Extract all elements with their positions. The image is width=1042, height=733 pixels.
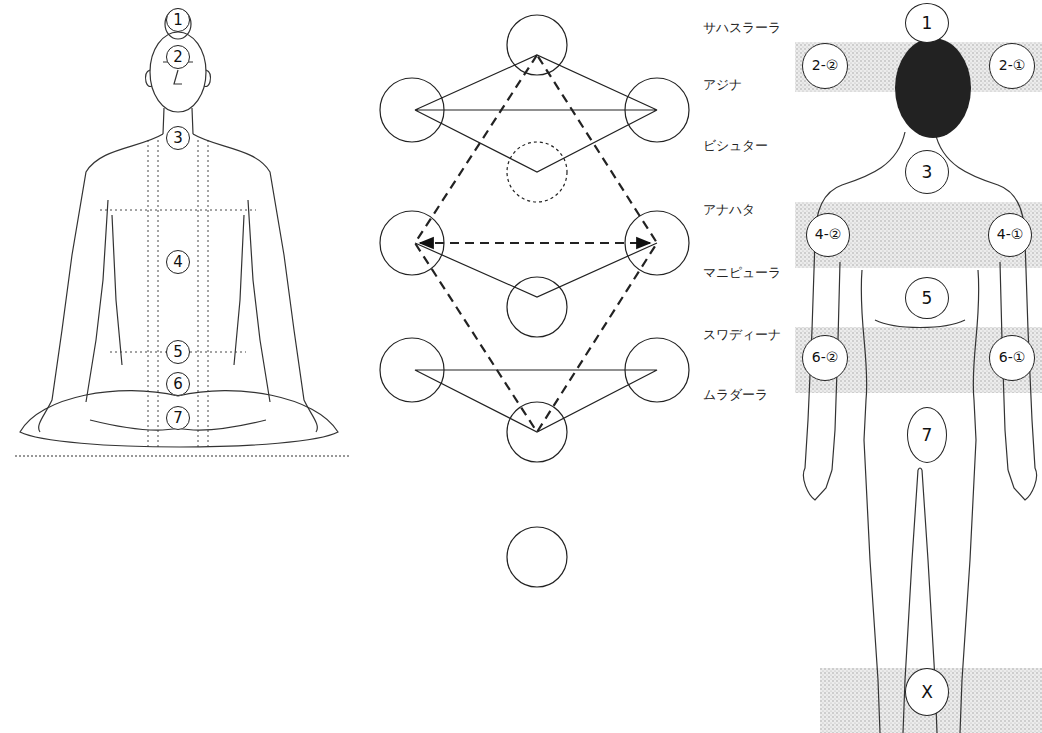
- callout-number: 1: [922, 14, 933, 33]
- callout-number: 5: [173, 344, 183, 361]
- band: [795, 327, 1042, 393]
- guide-lines: [148, 140, 208, 450]
- callout-number: 1: [173, 12, 183, 29]
- torso: [112, 215, 244, 365]
- callout-number: 7: [173, 410, 183, 427]
- left-leg: [861, 270, 880, 733]
- chakra-circle: 2: [166, 45, 190, 69]
- callout-number: 6-②: [812, 350, 839, 365]
- chakra-circle: 4-②: [806, 213, 850, 257]
- chakra-circle: 5: [905, 277, 949, 319]
- chakra-circle: 3: [166, 126, 190, 150]
- body-outline: [803, 132, 1036, 733]
- inner-arms: [832, 262, 1008, 470]
- standing-figure: [795, 38, 1042, 733]
- head: [150, 32, 206, 112]
- chakra-circle: 6: [166, 372, 190, 396]
- chakra-name: アジナ: [702, 77, 743, 93]
- dashed-line: [420, 242, 650, 244]
- band: [795, 202, 1042, 268]
- chakra-circle: 1: [166, 8, 190, 32]
- arms-outer: [39, 134, 318, 432]
- chakra-circle: 2-①: [989, 43, 1035, 89]
- crossed-legs: [20, 391, 338, 447]
- guide-lines: [100, 210, 256, 352]
- seated-figure: [15, 9, 350, 456]
- chakra-name: ムラダーラ: [702, 387, 769, 403]
- chakra-circle: 6-②: [802, 335, 848, 381]
- callout-number: X: [921, 683, 933, 702]
- arms-inner: [86, 200, 270, 402]
- solid-lines: [415, 243, 657, 297]
- chakra-circle: 6-①: [989, 335, 1035, 381]
- chakra-name: アナハタ: [702, 202, 756, 218]
- callout-number: 7: [922, 426, 933, 445]
- callout-number: 5: [922, 289, 933, 308]
- chakra-name: マニピューラ: [702, 265, 782, 281]
- callout-number: 2: [173, 49, 183, 66]
- back-line: [875, 320, 965, 328]
- chakra-circle: 7: [166, 406, 190, 430]
- chakra-circle: 1: [905, 3, 949, 43]
- chakra-diagram: [380, 15, 689, 587]
- chakra-circle: 3: [905, 150, 949, 194]
- callout-number: 3: [922, 163, 933, 182]
- callout-number: 2-②: [812, 58, 839, 73]
- diagram-circle: [380, 211, 444, 275]
- chakra-circle: 5: [166, 340, 190, 364]
- callout-number: 6-①: [999, 350, 1026, 365]
- chakra-name: サハスラーラ: [702, 20, 782, 36]
- chakra-circle: 4-①: [988, 213, 1032, 257]
- head: [895, 38, 971, 138]
- chakra-name: スワディーナ: [702, 327, 782, 343]
- diagram-circle: [507, 15, 567, 75]
- chakra-circle: 7: [907, 407, 947, 463]
- band: [820, 668, 1042, 733]
- right-leg: [960, 270, 979, 733]
- right-arm: [935, 132, 1037, 500]
- chakra-name: ビシュター: [702, 138, 769, 154]
- chakra-circle: 2-②: [802, 43, 848, 89]
- callout-number: 2-①: [999, 58, 1026, 73]
- callout-number: 4-①: [997, 227, 1024, 242]
- callout-number: 4-②: [815, 227, 842, 242]
- diagram-circle: [507, 277, 567, 337]
- dashed-diamond: [415, 55, 657, 432]
- callout-number: 6: [173, 376, 183, 393]
- chakra-circle: X: [905, 668, 949, 716]
- ground: [15, 455, 350, 456]
- solid-lines: [415, 55, 657, 172]
- callout-number: 4: [173, 254, 183, 271]
- diagram-circle: [507, 527, 567, 587]
- callout-number: 3: [173, 130, 183, 147]
- chakra-circle: 4: [166, 250, 190, 274]
- left-arm: [803, 132, 905, 500]
- solid-lines: [415, 370, 657, 432]
